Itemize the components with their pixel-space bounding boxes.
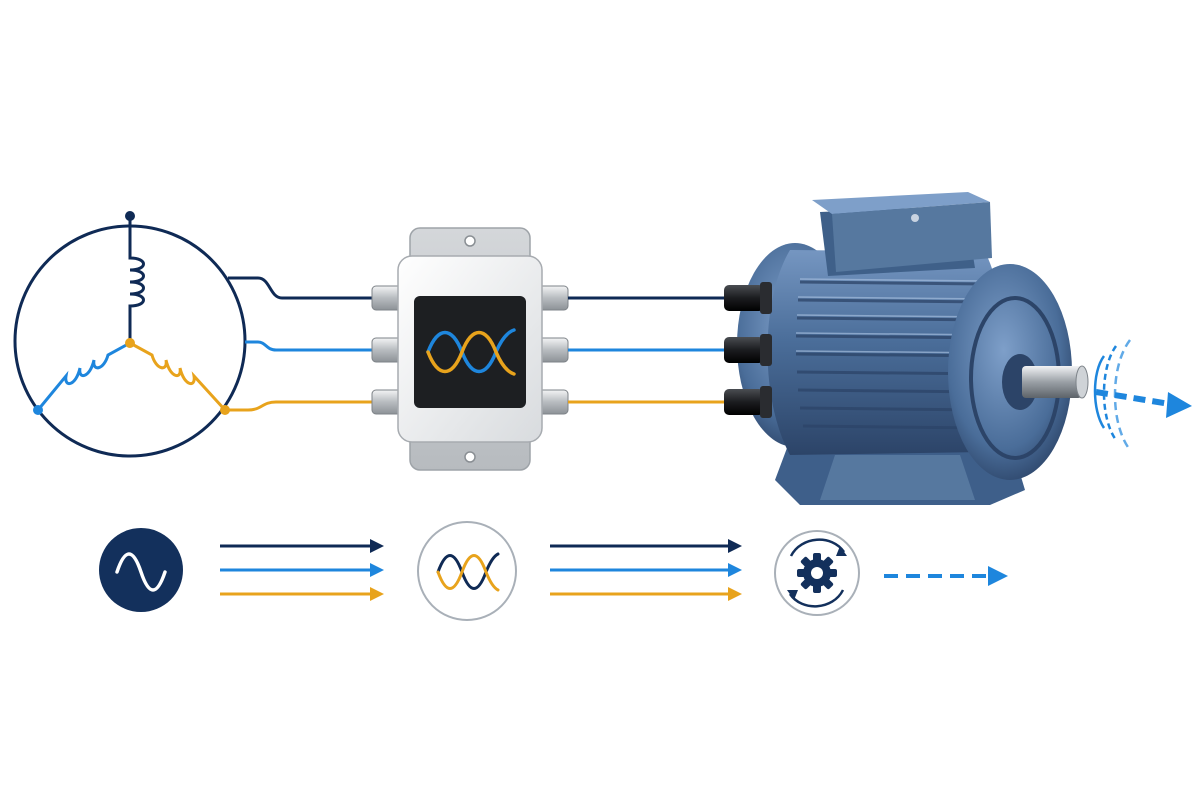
gear-rotation-icon [774, 530, 860, 616]
ac-sine-icon [99, 528, 183, 612]
motor-foot-front [820, 455, 975, 500]
phase-a-node [125, 211, 135, 221]
mount-hole-bottom [464, 451, 476, 463]
neutral-node [125, 338, 135, 348]
phase-c-winding [129, 341, 227, 412]
supply-lines [225, 276, 378, 412]
fin-highlights [795, 278, 996, 354]
motor-lines [568, 296, 728, 404]
motor-cable-glands [724, 282, 772, 418]
shaft-tip [1075, 365, 1089, 399]
line-b-in [245, 340, 378, 352]
phase-waves-display [426, 328, 516, 376]
line-a-in [228, 276, 378, 300]
box-screen [414, 296, 526, 408]
phase-b-node [33, 405, 43, 415]
motor-shaft [1022, 366, 1082, 398]
phase-a-winding [128, 217, 145, 343]
line-c-in [225, 400, 378, 412]
output-rotation-arrow [1095, 389, 1192, 418]
phase-b-winding [36, 341, 131, 411]
three-phase-arrows-2 [550, 539, 742, 601]
wye-source [13, 211, 247, 458]
three-phase-arrows-1 [220, 539, 384, 601]
mount-hole-top [464, 235, 476, 247]
electric-motor [724, 192, 1089, 505]
dashed-arrow-icon [884, 566, 1008, 586]
phase-waves-icon [417, 521, 517, 621]
bottom-icon-row [99, 521, 1008, 621]
converter-box [371, 227, 569, 471]
lid-screw [911, 214, 919, 222]
terminal-box-lid [812, 192, 990, 214]
terminal-box-front [832, 202, 992, 272]
